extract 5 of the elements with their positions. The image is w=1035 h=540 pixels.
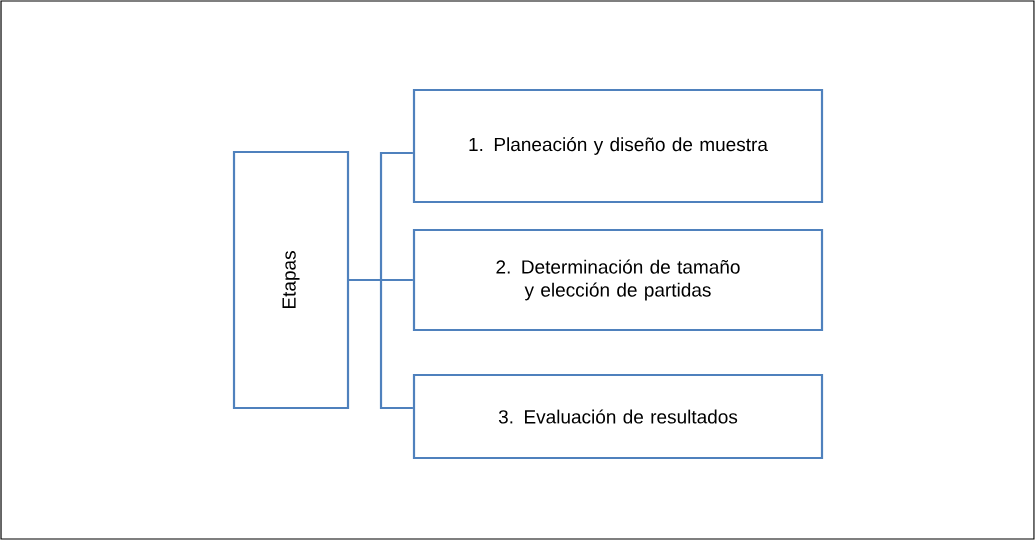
stage-box: Etapas xyxy=(232,150,350,410)
stage-box: 2. Determinación de tamaño y elección de partidas xyxy=(412,228,824,332)
stage-box: 3. Evaluación de resultados xyxy=(412,373,824,460)
stage-box: 1. Planeación y diseño de muestra xyxy=(412,88,824,204)
connector-line xyxy=(348,278,413,410)
